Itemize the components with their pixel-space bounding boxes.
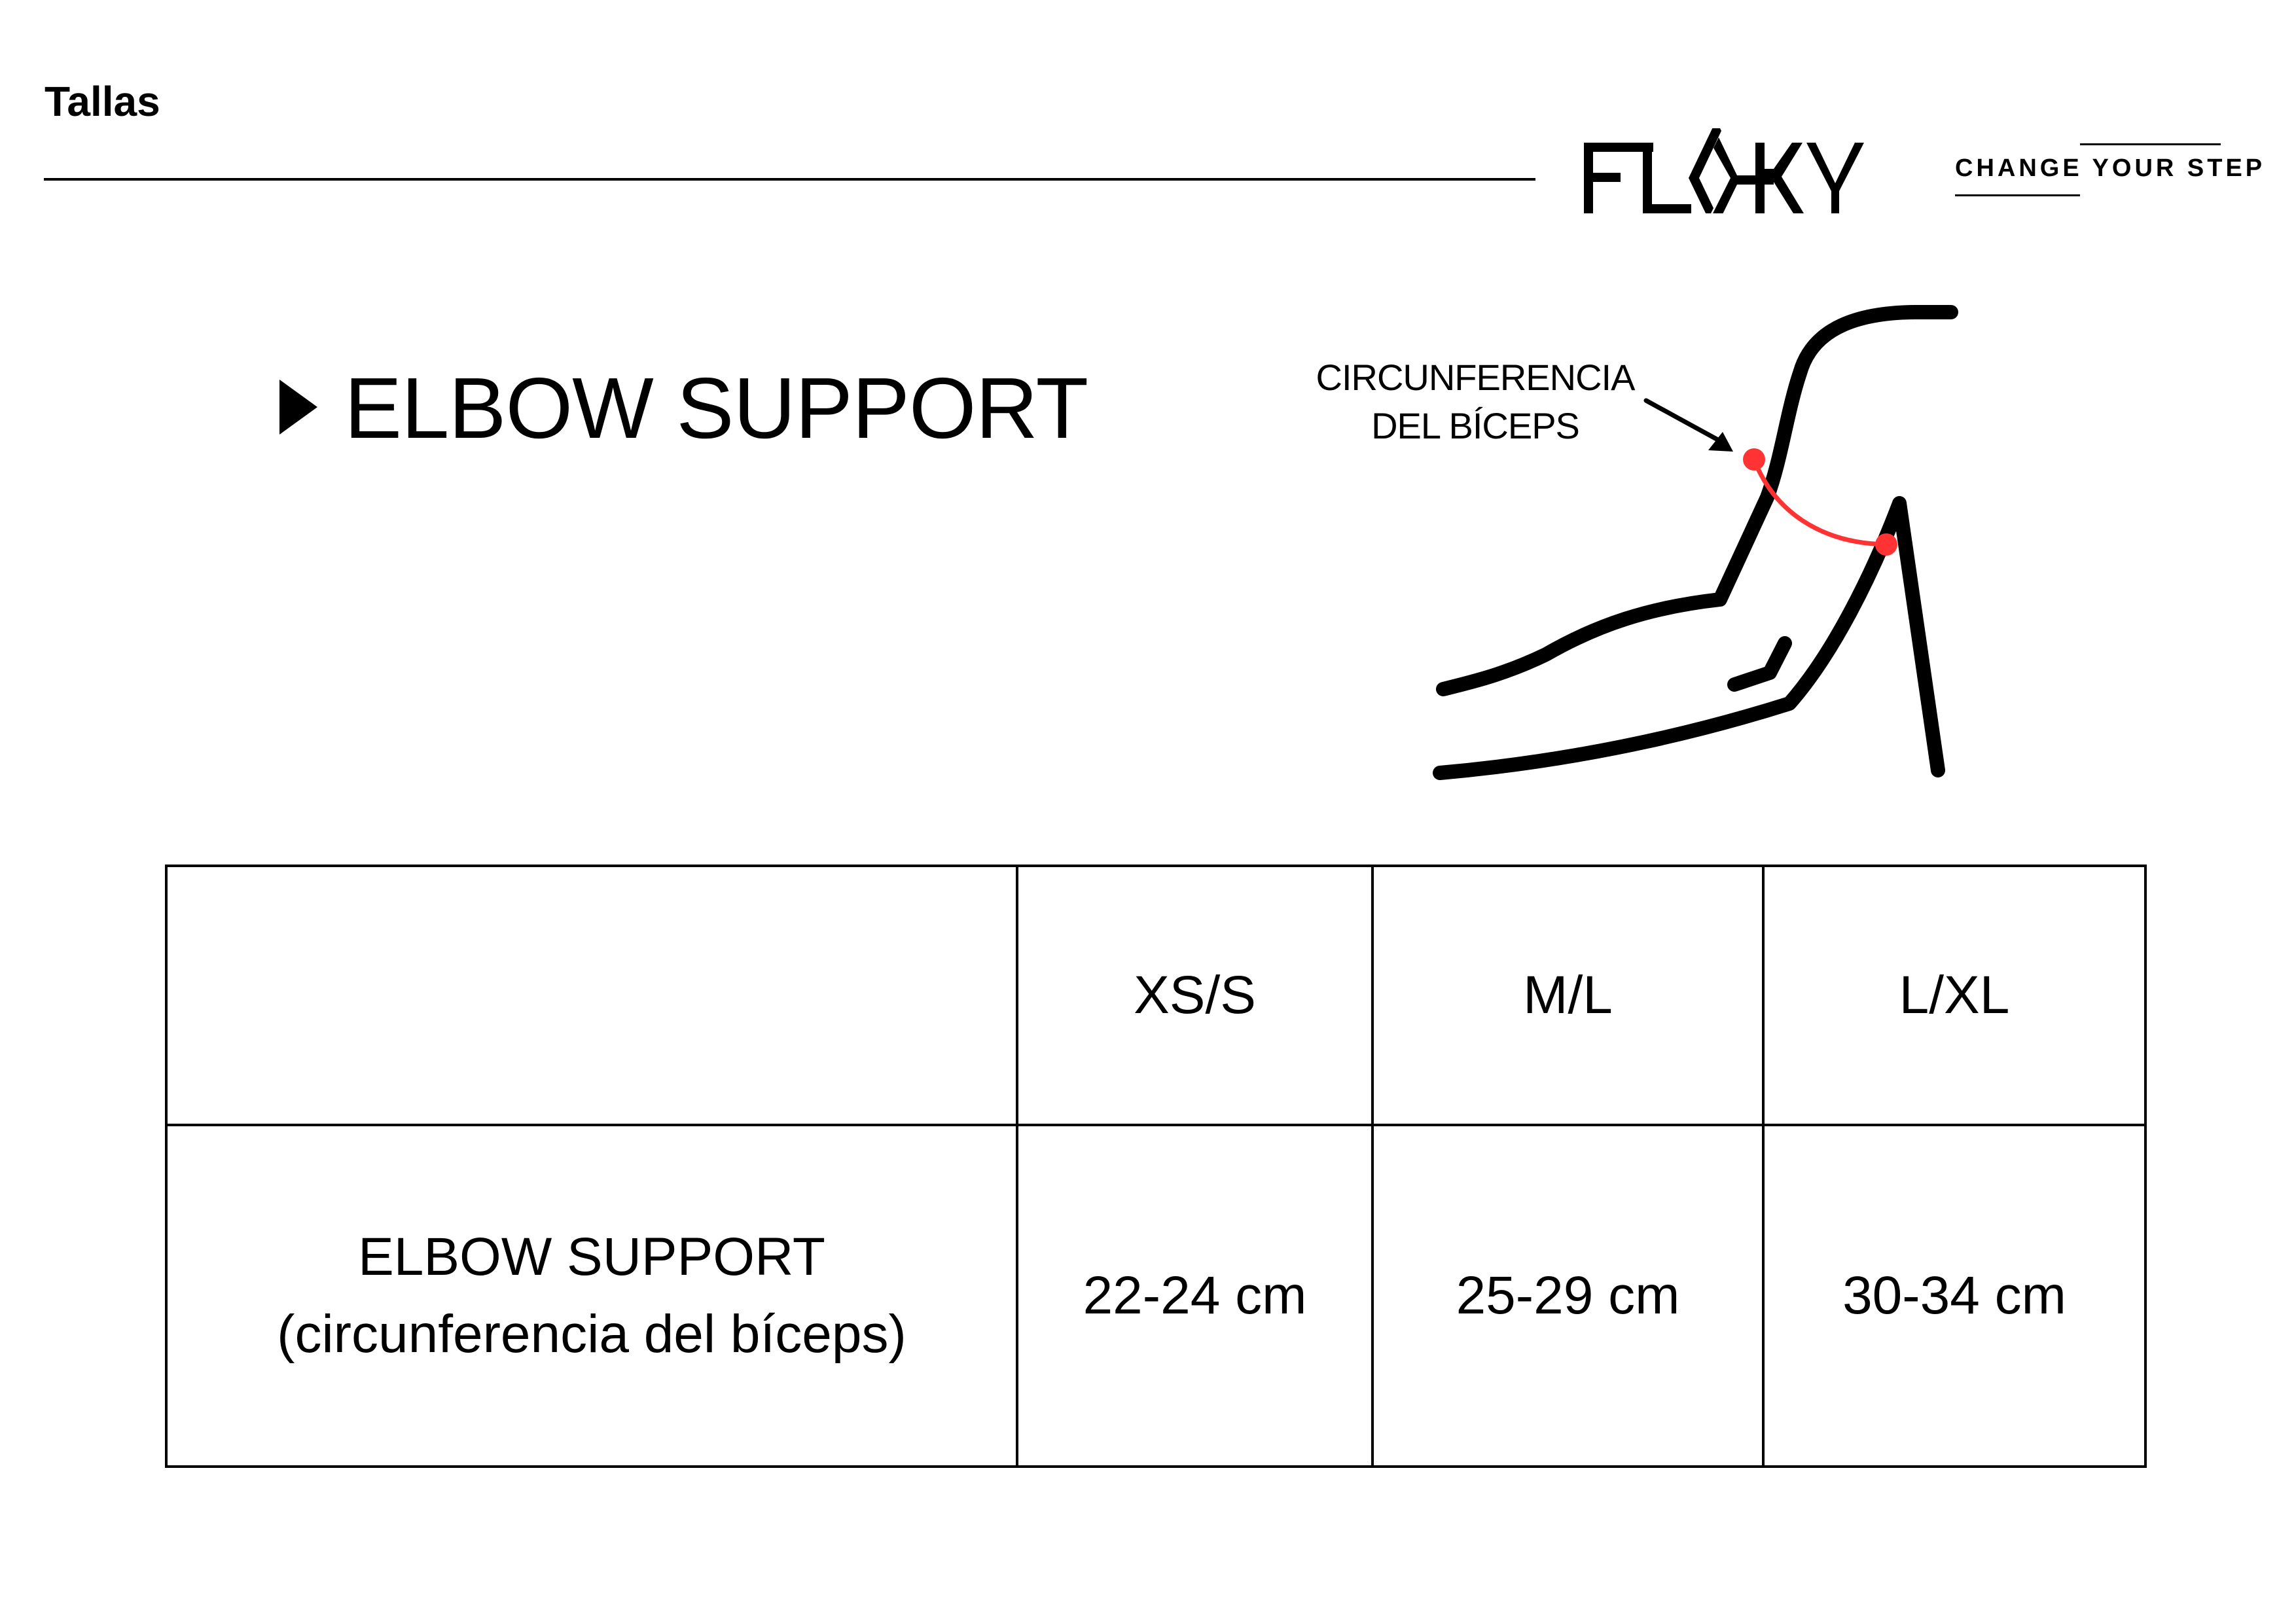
forearm-outline [1433, 496, 1945, 780]
row-label-line-1: ELBOW SUPPORT [358, 1227, 825, 1287]
play-triangle-icon [279, 380, 317, 435]
biceps-annotation: CIRCUNFERENCIA DEL BÍCEPS [1292, 353, 1659, 450]
header-m-l: M/L [1371, 865, 1765, 1126]
tagline-rule-top [2080, 143, 2221, 145]
header-empty [165, 865, 1018, 1126]
thumb-outline [1727, 636, 1792, 692]
value-m-l: 25-29 cm [1371, 1124, 1765, 1468]
brand-tagline: CHANGE YOUR STEP [1955, 154, 2266, 182]
row-label-line-2: (circunferencia del bíceps) [277, 1304, 906, 1364]
annotation-line-2: DEL BÍCEPS [1371, 405, 1580, 446]
biceps-measure-line [1751, 458, 1887, 547]
tagline-rule-bottom [1955, 194, 2080, 196]
product-title: ELBOW SUPPORT [344, 360, 1088, 456]
header-xs-s: XS/S [1016, 865, 1374, 1126]
page-heading: Tallas [45, 78, 160, 125]
measure-point-end [1875, 533, 1897, 556]
measure-point-start [1743, 448, 1765, 471]
floky-logo [1584, 128, 1864, 213]
row-label: ELBOW SUPPORT (circunferencia del bíceps… [165, 1124, 1018, 1468]
value-xs-s: 22-24 cm [1016, 1124, 1374, 1468]
header-divider [44, 178, 1535, 181]
header-l-xl: L/XL [1762, 865, 2147, 1126]
arrow-head-icon [1708, 432, 1733, 452]
table-header-row: XS/S M/L L/XL [165, 865, 2147, 1126]
annotation-line-1: CIRCUNFERENCIA [1316, 357, 1636, 398]
table-row: ELBOW SUPPORT (circunferencia del bíceps… [165, 1124, 2147, 1468]
size-table: XS/S M/L L/XL ELBOW SUPPORT (circunferen… [165, 865, 2147, 1468]
value-l-xl: 30-34 cm [1762, 1124, 2147, 1468]
